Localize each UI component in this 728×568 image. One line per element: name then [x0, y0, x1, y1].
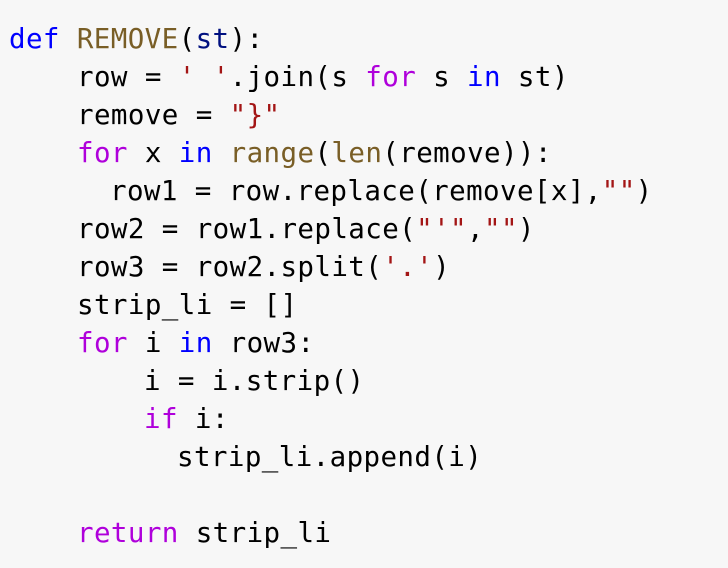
code-text: ( [314, 137, 332, 169]
code-text: strip_li.append(i) [177, 441, 483, 473]
code-text: i [127, 327, 179, 359]
code-text: row2 = row1.replace( [77, 213, 417, 245]
code-text: ) [517, 213, 535, 245]
keyword-for: for [77, 137, 128, 169]
keyword-return: return [77, 517, 179, 549]
builtin-range: range [229, 137, 315, 169]
paren-close: ): [229, 23, 264, 55]
code-text: strip_li = [] [77, 289, 298, 321]
keyword-in: in [178, 327, 213, 359]
code-line-5: row1 = row.replace(remove[x],"") [9, 172, 728, 210]
keyword-for: for [77, 327, 128, 359]
code-line-3: remove = "}" [9, 96, 728, 134]
string-literal: "" [601, 175, 636, 207]
code-text: i = i.strip() [144, 365, 365, 397]
string-literal: '.' [382, 251, 434, 283]
code-line-11: if i: [9, 400, 728, 438]
code-text: ) [433, 251, 451, 283]
builtin-len: len [331, 137, 383, 169]
code-text: ) [635, 175, 653, 207]
keyword-def: def [9, 23, 60, 55]
code-text: i: [177, 403, 229, 435]
code-line-8: strip_li = [] [9, 286, 728, 324]
code-text: remove = [77, 99, 230, 131]
code-line-2: row = ' '.join(s for s in st) [9, 58, 728, 96]
function-name: REMOVE [76, 23, 179, 55]
code-line-10: i = i.strip() [9, 362, 728, 400]
code-line-7: row3 = row2.split('.') [9, 248, 728, 286]
code-line-6: row2 = row1.replace("'","") [9, 210, 728, 248]
code-block: def REMOVE(st):row = ' '.join(s for s in… [9, 20, 728, 552]
keyword-if: if [144, 403, 178, 435]
keyword-for: for [365, 61, 417, 93]
code-line-14: return strip_li [9, 514, 728, 552]
code-text [213, 137, 230, 169]
keyword-in: in [178, 137, 213, 169]
code-text: row3 = row2.split( [77, 251, 383, 283]
code-line-9: for i in row3: [9, 324, 728, 362]
code-text: row3: [212, 327, 315, 359]
string-literal: "'" [416, 213, 468, 245]
code-text: strip_li [178, 517, 332, 549]
code-text: st) [500, 61, 569, 93]
code-text: row1 = row.replace(remove[x], [110, 175, 602, 207]
code-text: .join(s [229, 61, 366, 93]
string-literal: "}" [229, 99, 281, 131]
code-text: x [127, 137, 179, 169]
code-text: s [416, 61, 468, 93]
paren-open: ( [178, 23, 196, 55]
code-line-12: strip_li.append(i) [9, 438, 728, 476]
space [60, 23, 77, 55]
code-text: (remove)): [382, 137, 552, 169]
code-line-1: def REMOVE(st): [9, 20, 728, 58]
string-literal: ' ' [178, 61, 230, 93]
keyword-in: in [467, 61, 501, 93]
code-line-4: for x in range(len(remove)): [9, 134, 728, 172]
code-line-13-blank [9, 476, 728, 514]
parameter-st: st [195, 23, 230, 55]
string-literal: "" [483, 213, 518, 245]
code-text: row = [77, 61, 179, 93]
code-text: , [467, 213, 484, 245]
